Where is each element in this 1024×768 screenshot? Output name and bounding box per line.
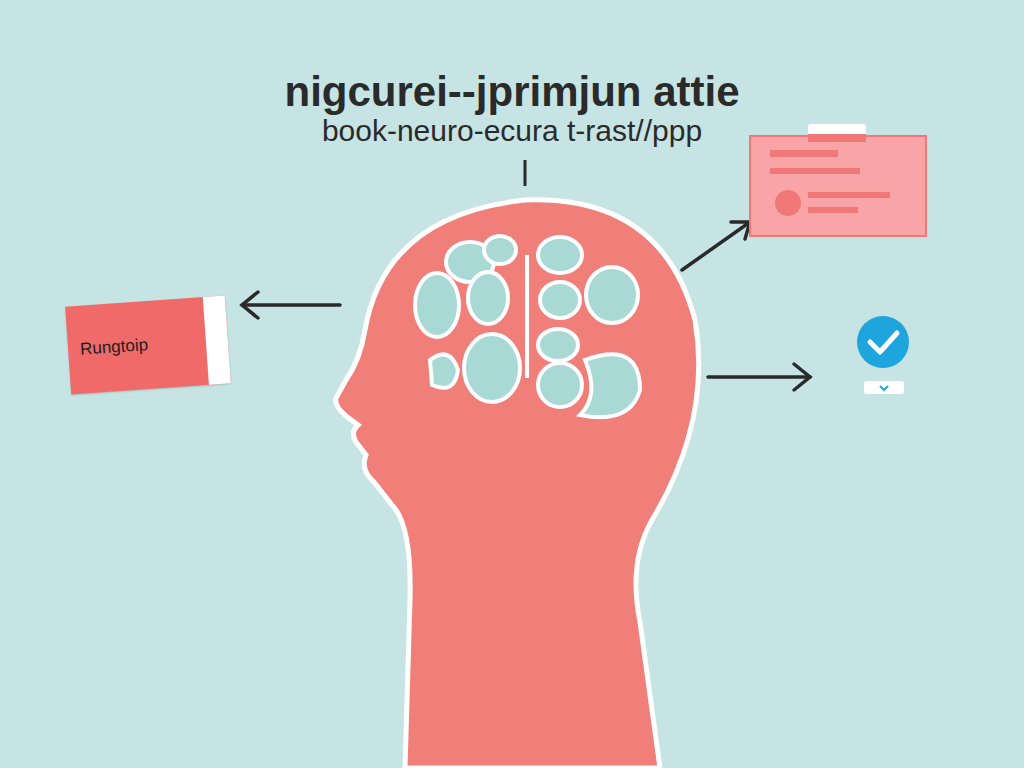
brain-lobes (415, 236, 640, 417)
subtitle-label: book-neuro-ecura t-rast//ppp (0, 114, 1024, 148)
tick-line (524, 160, 527, 186)
brain-divider (525, 255, 529, 378)
label-box: Rungtoip (65, 296, 231, 395)
arrows (242, 222, 810, 390)
box-text: Rungtoip (79, 332, 194, 360)
diagram-title: nigcurei--jprimjun attie (0, 68, 1024, 116)
head-silhouette (336, 200, 699, 768)
document-card (750, 124, 926, 236)
check-icon (857, 316, 909, 394)
